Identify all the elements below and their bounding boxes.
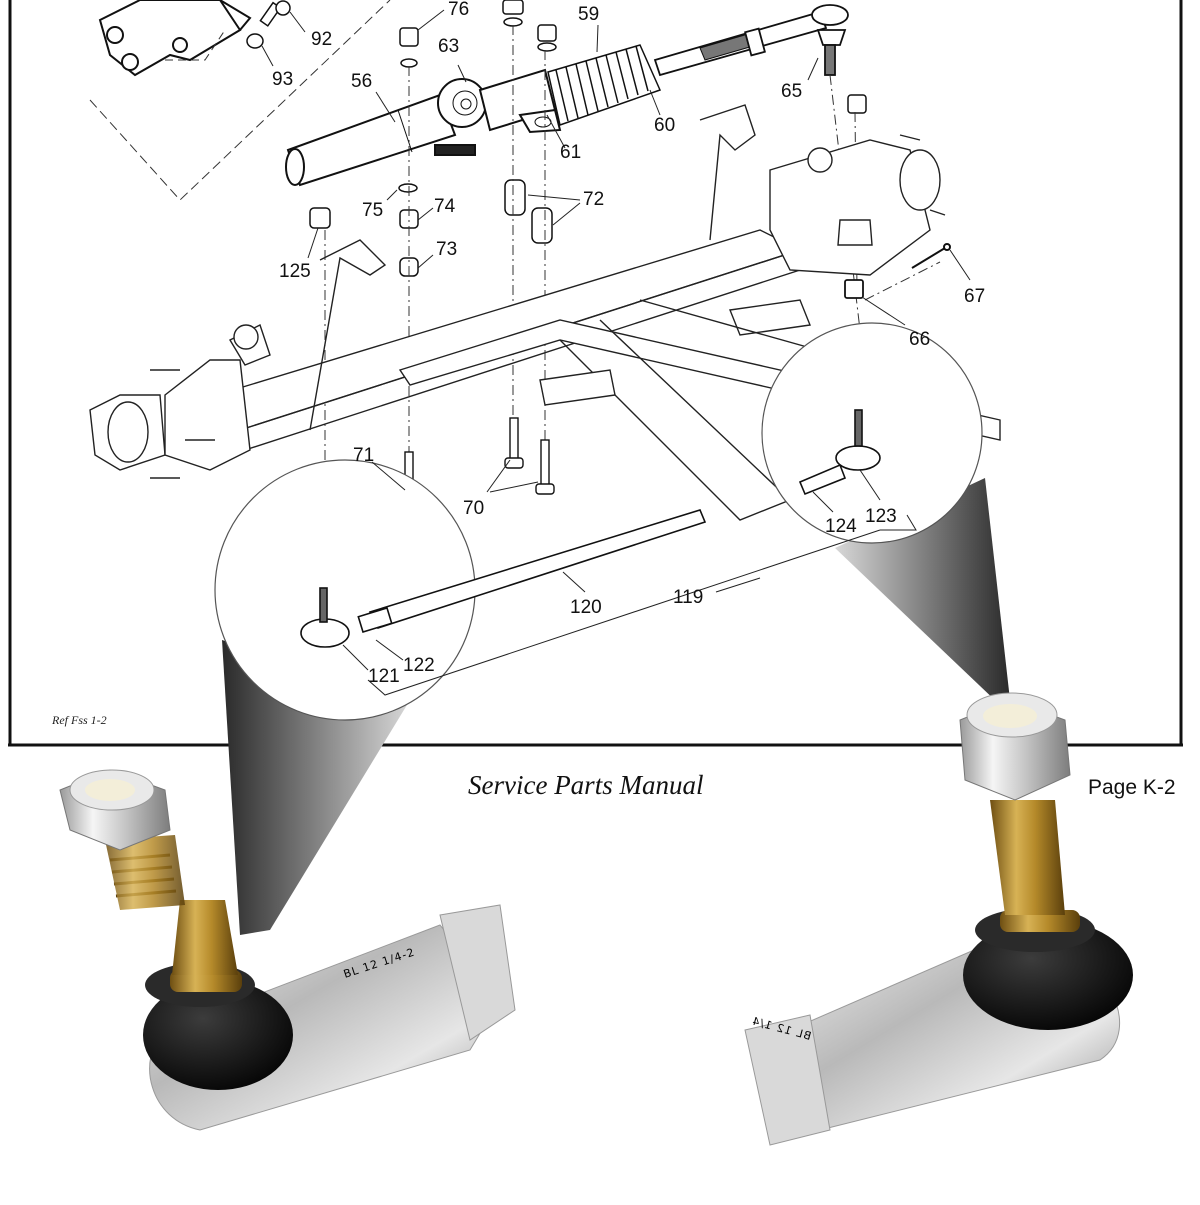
callout-74: 74 (434, 196, 456, 217)
spacer-72a (504, 179, 526, 216)
castle-nut-66 (844, 279, 864, 299)
dimension-bracket-119 (367, 514, 917, 696)
tie-rod-end-123 (835, 445, 881, 471)
reference-note: Ref Fss 1-2 (52, 713, 107, 727)
callout-92: 92 (311, 29, 333, 50)
tie-rod-end-65 (811, 4, 849, 26)
callout-119: 119 (673, 587, 704, 608)
tie-rod-assembly-119 (300, 409, 881, 648)
tie-rod-end-121 (300, 618, 350, 648)
callout-65: 65 (781, 81, 803, 102)
callout-121: 121 (368, 666, 400, 687)
tie-rod-upper (653, 4, 849, 77)
callout-125: 125 (279, 261, 311, 282)
callout-60: 60 (654, 115, 676, 136)
callout-67: 67 (964, 286, 986, 307)
hardware-stack (309, 0, 867, 277)
tie-rod-end-photo-left: BL 12 1/4-2 (59, 769, 516, 1131)
rack-boot-59 (547, 44, 662, 126)
washer-75 (398, 183, 418, 193)
callout-59: 59 (578, 4, 600, 25)
callout-73: 73 (436, 239, 458, 260)
bolt-92 (259, 0, 291, 27)
washer-93 (246, 33, 264, 49)
nut-125 (309, 207, 331, 229)
callout-122: 122 (403, 655, 435, 676)
callout-120: 120 (570, 597, 602, 618)
axle-assembly (89, 104, 1001, 521)
leader-lines (261, 9, 971, 671)
callout-71: 71 (353, 445, 375, 466)
pinion-housing-exploded (98, 0, 252, 77)
callout-123: 123 (865, 506, 897, 527)
magnifier-circle-left (214, 459, 476, 721)
callout-93: 93 (272, 69, 294, 90)
callout-66: 66 (909, 329, 931, 350)
callout-75: 75 (362, 200, 384, 221)
callout-61: 61 (560, 142, 582, 163)
bolt-70b (540, 439, 550, 487)
callout-124: 124 (825, 516, 857, 537)
callout-63: 63 (438, 36, 460, 57)
manual-title: Service Parts Manual (468, 770, 704, 800)
page-number: Page K-2 (1088, 776, 1176, 799)
cotter-pin-67 (911, 243, 951, 269)
callout-76: 76 (448, 0, 470, 20)
callout-70: 70 (463, 498, 485, 519)
callout-56: 56 (351, 71, 373, 92)
steering-rack (285, 68, 562, 187)
callout-72: 72 (583, 189, 605, 210)
tie-rod-end-photo-right: BL 12 1/4 (744, 692, 1133, 1146)
spacer-72b (531, 207, 553, 244)
bolt-70a (509, 417, 519, 461)
nut-76 (399, 27, 419, 47)
